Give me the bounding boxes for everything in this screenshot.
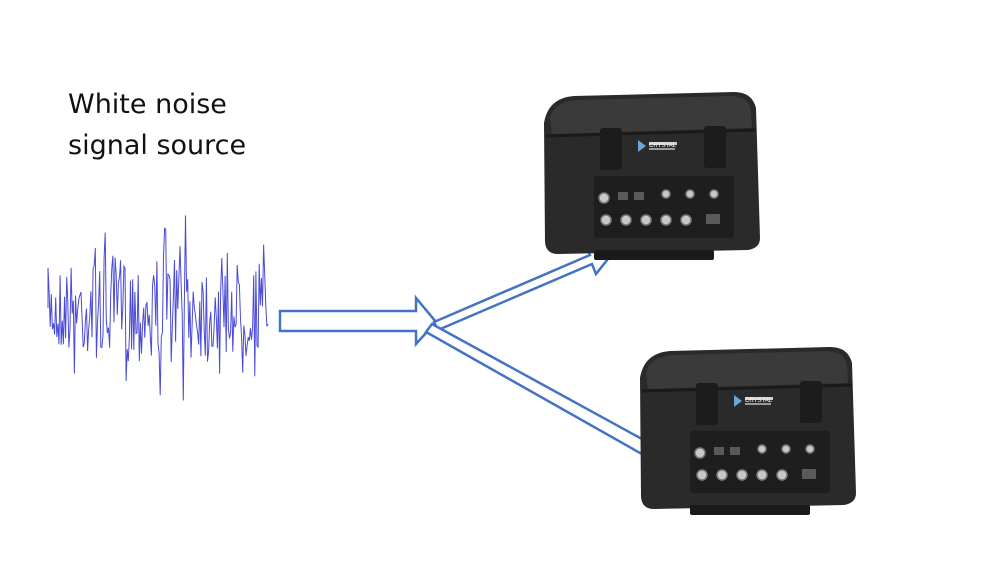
source-label: White noise signal source bbox=[68, 84, 246, 166]
source-label-line2: signal source bbox=[68, 130, 247, 161]
split-arrow-upper-icon bbox=[432, 242, 618, 332]
device-top-brand: CRYSTAL bbox=[649, 143, 677, 149]
source-label-line1: White noise bbox=[68, 89, 227, 120]
device-bottom-brand: CRYSTAL bbox=[745, 398, 773, 404]
analyzer-device-bottom-icon: CRYSTAL bbox=[638, 345, 858, 517]
input-arrow-icon bbox=[278, 294, 438, 348]
analyzer-device-top-icon: CRYSTAL bbox=[542, 90, 762, 262]
white-noise-waveform-icon bbox=[47, 215, 269, 401]
